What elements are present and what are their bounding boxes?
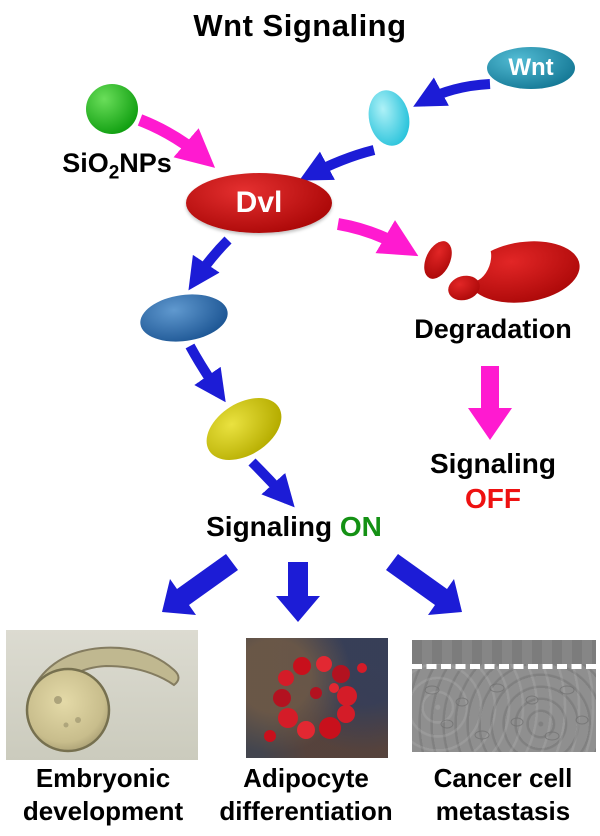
adipocyte-label-line1: Adipocyte bbox=[243, 763, 369, 793]
adipocyte-stained-cells bbox=[264, 656, 367, 742]
adipocyte-droplet bbox=[310, 687, 322, 699]
arrow-dvl-to-intermediate bbox=[188, 236, 232, 291]
arrow-to-embryonic bbox=[162, 554, 238, 615]
arrow-degradation-to-signaling-off bbox=[468, 366, 512, 440]
sio2-label-prefix: SiO bbox=[62, 148, 109, 178]
scratch-wound-dashed-line bbox=[412, 664, 596, 669]
embryo-illustration bbox=[25, 646, 180, 753]
adipocyte-droplet bbox=[278, 670, 294, 686]
signaling-off-state: OFF bbox=[465, 483, 521, 514]
embryo-body bbox=[29, 646, 180, 700]
dvl-label: Dvl bbox=[235, 186, 283, 219]
adipocyte-droplet bbox=[278, 708, 298, 728]
embryonic-label-line2: development bbox=[22, 796, 184, 826]
arrow-wnt-to-receptor bbox=[413, 77, 491, 107]
cell-outlines bbox=[424, 683, 589, 741]
cancer-cell-confluent-strip bbox=[412, 640, 596, 664]
sio2-nanoparticle bbox=[86, 84, 138, 134]
arrow-dvl-to-degradation bbox=[336, 218, 419, 257]
degradation-label: Degradation bbox=[414, 314, 572, 344]
cancer-cell-texture bbox=[424, 683, 589, 741]
signaling-on-label: Signaling ON bbox=[178, 511, 410, 543]
sio2-label-subscript: 2 bbox=[108, 162, 120, 184]
degradation-small-fragment-2 bbox=[448, 275, 480, 301]
adipocyte-droplet bbox=[297, 721, 315, 739]
degradation-large-fragment bbox=[468, 241, 580, 303]
sio2-label: SiO2NPs bbox=[28, 148, 206, 184]
embryo-image bbox=[6, 630, 198, 760]
cancer-cell-image bbox=[412, 640, 596, 752]
adipocyte-droplet bbox=[329, 683, 339, 693]
arrow-to-adipocyte bbox=[276, 562, 320, 622]
adipocyte-droplet bbox=[316, 656, 332, 672]
embryo-speckle bbox=[75, 717, 81, 723]
wnt-label: Wnt bbox=[508, 54, 554, 81]
arrow-receptor-to-dvl bbox=[299, 145, 376, 181]
degradation-fragments bbox=[424, 241, 580, 303]
adipocyte-droplet bbox=[332, 665, 350, 683]
degradation-small-fragment-1 bbox=[424, 241, 452, 279]
embryo-speckle bbox=[63, 722, 69, 728]
signaling-on-state: ON bbox=[339, 511, 382, 542]
diagram-title: Wnt Signaling bbox=[193, 8, 407, 43]
adipocyte-droplet bbox=[337, 686, 357, 706]
adipocyte-droplet bbox=[273, 689, 291, 707]
embryo-speckle bbox=[54, 696, 62, 704]
signaling-on-word: Signaling bbox=[206, 511, 333, 542]
adipocyte-droplet bbox=[337, 705, 355, 723]
adipocyte-droplet bbox=[357, 663, 367, 673]
adipocyte-label-line2: differentiation bbox=[219, 796, 393, 826]
embryo-yolk bbox=[25, 667, 111, 753]
signaling-off-label: Signaling OFF bbox=[418, 446, 568, 516]
cancer-label-line2: metastasis bbox=[435, 796, 571, 826]
arrow-blue-to-yellow bbox=[185, 343, 226, 403]
adipocyte-droplet bbox=[293, 657, 311, 675]
cancer-metastasis-label: Cancer cell metastasis bbox=[406, 762, 600, 828]
arrow-yellow-to-signaling-on bbox=[248, 458, 295, 508]
adipocyte-differentiation-label: Adipocyte differentiation bbox=[206, 762, 406, 828]
cancer-label-line1: Cancer cell bbox=[433, 763, 573, 793]
wnt-node: Wnt bbox=[487, 47, 575, 89]
sio2-label-suffix: NPs bbox=[119, 148, 172, 178]
signaling-off-word: Signaling bbox=[430, 448, 556, 479]
embryonic-development-label: Embryonic development bbox=[0, 762, 206, 828]
dvl-node: Dvl bbox=[186, 173, 332, 233]
degradation-fragment-gap bbox=[464, 242, 492, 282]
adipocyte-image bbox=[246, 638, 388, 758]
adipocyte-droplet bbox=[264, 730, 276, 742]
arrow-to-cancer bbox=[386, 554, 462, 615]
arrow-sio2-to-dvl bbox=[137, 114, 216, 168]
adipocyte-droplet bbox=[319, 717, 341, 739]
embryonic-label-line1: Embryonic bbox=[35, 763, 171, 793]
